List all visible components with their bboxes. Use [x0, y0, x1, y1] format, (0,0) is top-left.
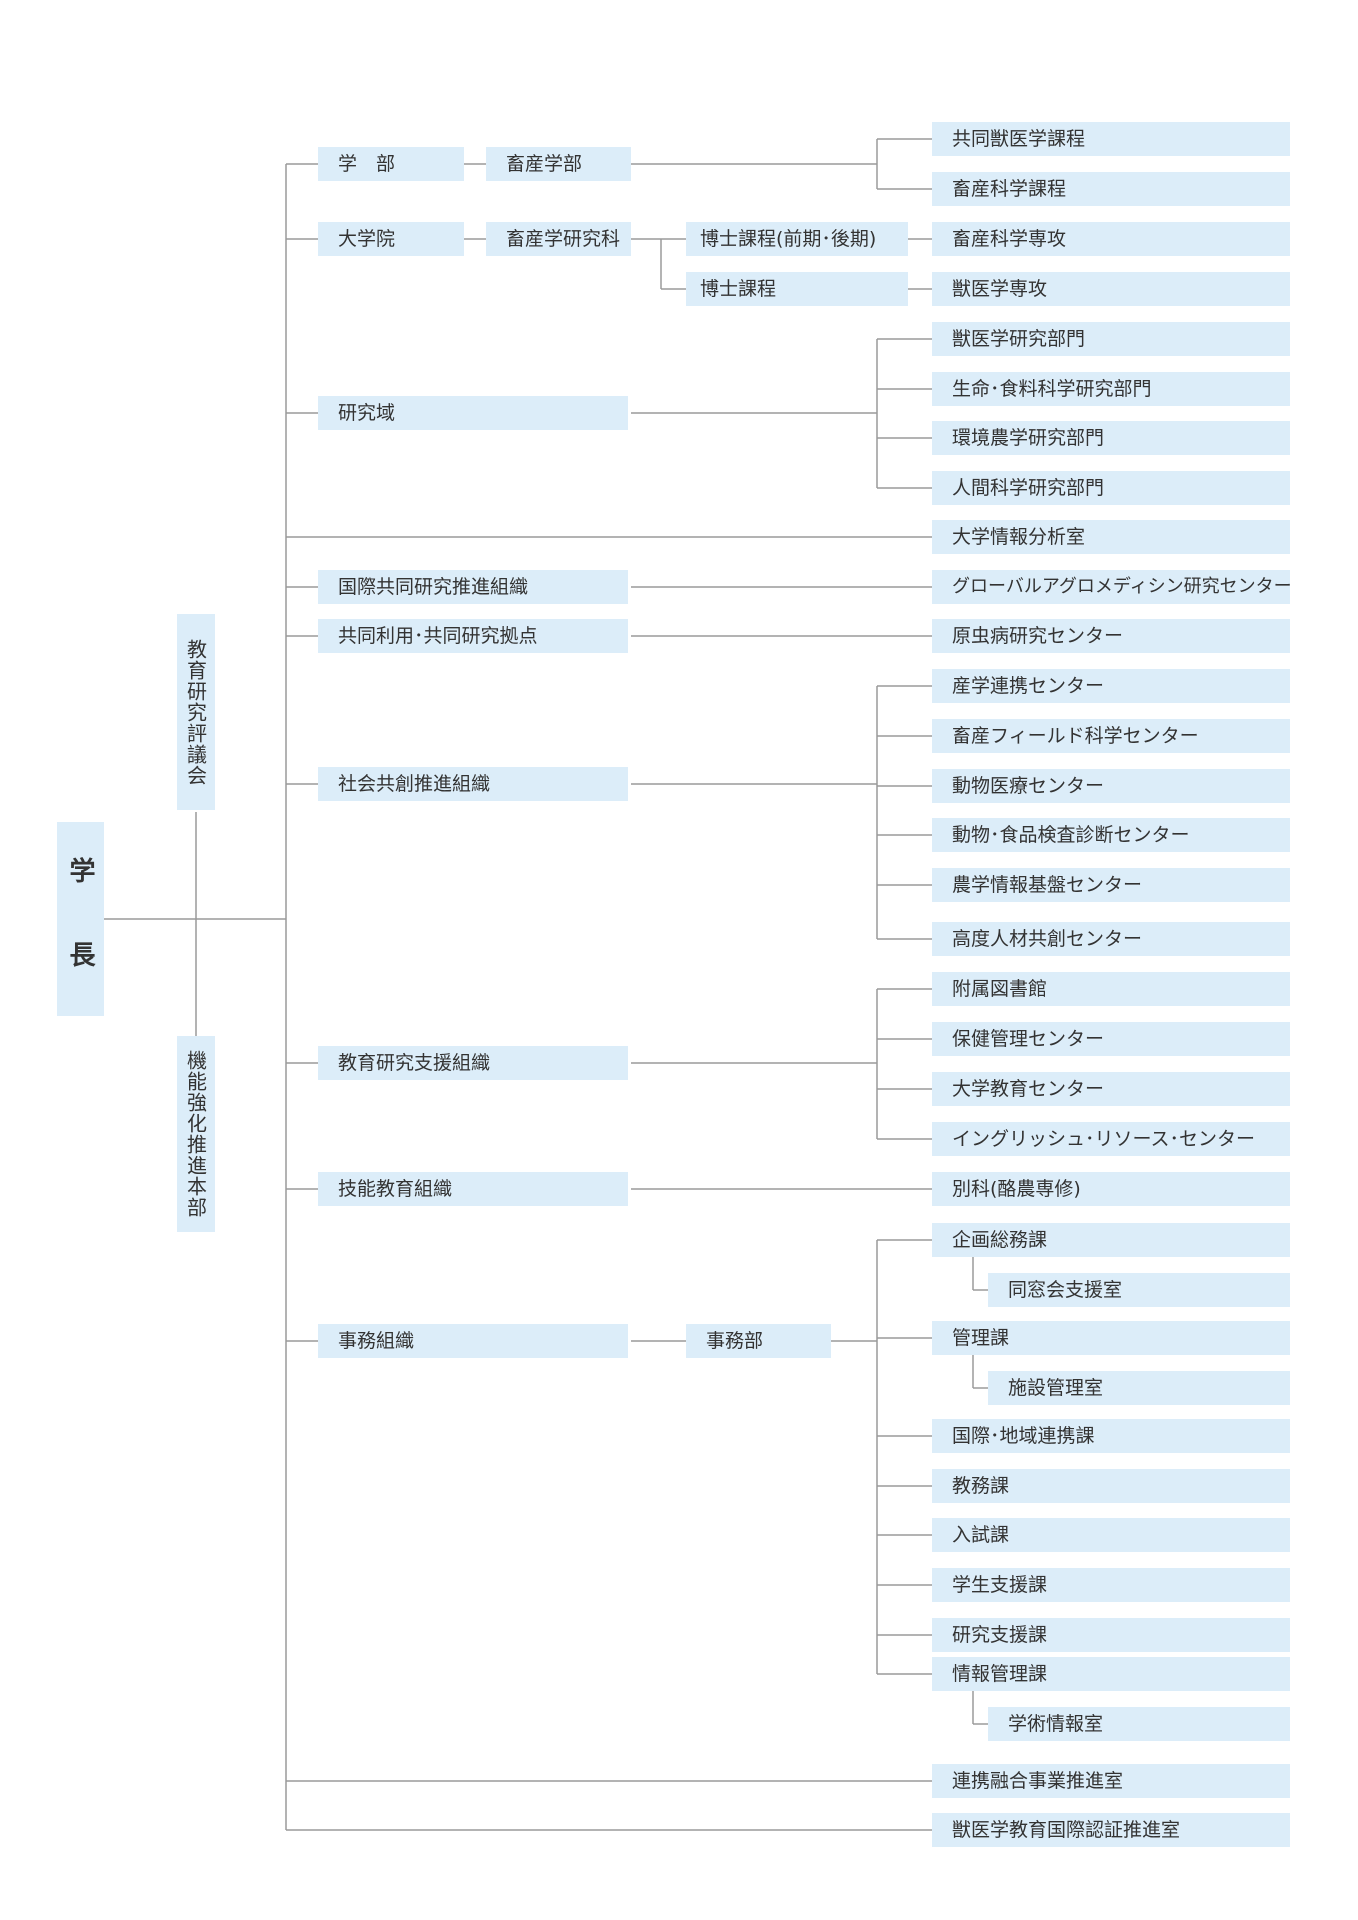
animal-science-course: 畜産科学課程: [932, 172, 1290, 206]
academic-affairs-section: 教務課: [932, 1469, 1290, 1503]
health-center: 保健管理センター: [932, 1022, 1290, 1056]
management-section: 管理課: [932, 1321, 1290, 1355]
joint-use-research-center-box: 共同利用･共同研究拠点: [318, 619, 628, 653]
english-resource-center: イングリッシュ･リソース･センター: [932, 1122, 1290, 1156]
animal-science-major: 畜産科学専攻: [932, 222, 1290, 256]
env-agri-research-division: 環境農学研究部門: [932, 421, 1290, 455]
president-label: 学 長: [65, 857, 95, 981]
univ-education-center: 大学教育センター: [932, 1072, 1290, 1106]
president-box: 学 長: [57, 822, 104, 1016]
animal-science-graduate-box: 畜産学研究科: [486, 222, 631, 256]
animal-science-faculty-box: 畜産学部: [486, 147, 631, 181]
intl-regional-collab-section: 国際･地域連携課: [932, 1419, 1290, 1453]
research-area-box: 研究域: [318, 396, 628, 430]
vet-research-division: 獣医学研究部門: [932, 322, 1290, 356]
administrative-org-box: 事務組織: [318, 1324, 628, 1358]
faculty-box: 学 部: [318, 147, 464, 181]
dairy-special-course: 別科(酪農専修): [932, 1172, 1290, 1206]
vet-joint-course: 共同獣医学課程: [932, 122, 1290, 156]
info-management-section: 情報管理課: [932, 1657, 1290, 1691]
graduate-school-box: 大学院: [318, 222, 464, 256]
vet-major: 獣医学専攻: [932, 272, 1290, 306]
advanced-hr-center: 高度人材共創センター: [932, 922, 1290, 956]
human-science-research-division: 人間科学研究部門: [932, 471, 1290, 505]
social-co-creation-org-box: 社会共創推進組織: [318, 767, 628, 801]
life-food-research-division: 生命･食料科学研究部門: [932, 372, 1290, 406]
protozoan-disease-center: 原虫病研究センター: [932, 619, 1290, 653]
field-science-center: 畜産フィールド科学センター: [932, 719, 1290, 753]
research-support-section: 研究支援課: [932, 1618, 1290, 1652]
education-research-council: 教育研究評議会: [177, 614, 215, 810]
collab-fusion-office: 連携融合事業推進室: [932, 1764, 1290, 1798]
intl-joint-research-org-box: 国際共同研究推進組織: [318, 570, 628, 604]
facility-management-office: 施設管理室: [988, 1371, 1290, 1405]
animal-food-diagnosis-center: 動物･食品検査診断センター: [932, 818, 1290, 852]
education-research-support-org-box: 教育研究支援組織: [318, 1046, 628, 1080]
library: 附属図書館: [932, 972, 1290, 1006]
academic-info-office: 学術情報室: [988, 1707, 1290, 1741]
industry-collab-center: 産学連携センター: [932, 669, 1290, 703]
alumni-support-office: 同窓会支援室: [988, 1273, 1290, 1307]
doctoral-box: 博士課程: [686, 272, 908, 306]
planning-general-affairs-section: 企画総務課: [932, 1223, 1290, 1257]
student-support-section: 学生支援課: [932, 1568, 1290, 1602]
administration-department-box: 事務部: [686, 1324, 831, 1358]
skill-education-org-box: 技能教育組織: [318, 1172, 628, 1206]
admission-section: 入試課: [932, 1518, 1290, 1552]
function-strengthening-headquarters: 機能強化推進本部: [177, 1036, 215, 1232]
agri-info-infrastructure-center: 農学情報基盤センター: [932, 868, 1290, 902]
vet-accreditation-office: 獣医学教育国際認証推進室: [932, 1813, 1290, 1847]
univ-info-analysis-office: 大学情報分析室: [932, 520, 1290, 554]
animal-medical-center: 動物医療センター: [932, 769, 1290, 803]
global-agromedicine-center: グローバルアグロメディシン研究センター: [932, 570, 1290, 604]
doctoral-prepost-box: 博士課程(前期･後期): [686, 222, 908, 256]
